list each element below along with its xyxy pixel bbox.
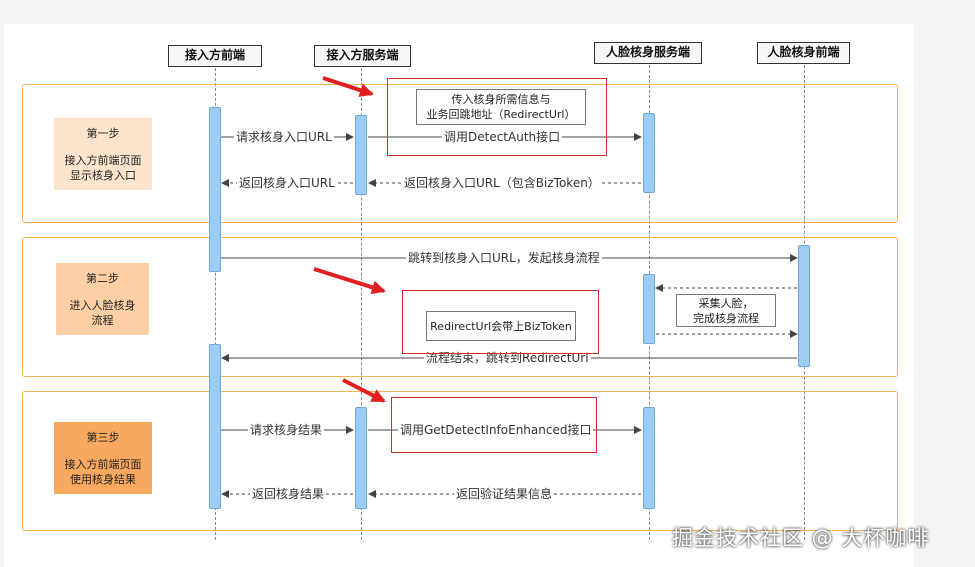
activation-face-server-1	[643, 113, 655, 193]
message-m9: 返回验证结果信息	[454, 487, 555, 501]
message-m7: 请求核身结果	[248, 423, 325, 437]
watermark: 掘金技术社区 @ 大杯咖啡	[672, 526, 930, 550]
step-one-line-1: 接入方前端页面	[64, 153, 142, 167]
step-one-label: 第一步 接入方前端页面 显示核身入口	[54, 118, 152, 190]
step-three-label: 第三步 接入方前端页面 使用核身结果	[54, 422, 152, 494]
step-two-label: 第二步 进入人脸核身 流程	[56, 263, 149, 335]
step-two-line-2: 流程	[91, 313, 114, 327]
participant-face-server: 人脸核身服务端	[594, 42, 702, 64]
participant-client-server: 接入方服务端	[314, 45, 411, 67]
note-face-collect: 采集人脸， 完成核身流程	[676, 294, 776, 327]
message-m1: 请求核身入口URL	[234, 130, 334, 144]
message-m5: 跳转到核身入口URL，发起核身流程	[406, 251, 602, 265]
message-m6: 流程结束，跳转到RedirectUrl	[424, 351, 591, 365]
message-m3: 返回核身入口URL（包含BizToken）	[402, 176, 602, 190]
note-n1-line-1: 传入核身所需信息与	[451, 93, 551, 106]
lifeline-client-server	[361, 68, 362, 540]
activation-face-server-3	[643, 407, 655, 509]
activation-face-server-2	[643, 274, 655, 344]
red-pointer-3	[342, 378, 386, 403]
highlight-box-1	[387, 78, 607, 156]
step-one-line-2: 显示核身入口	[70, 168, 136, 182]
activation-face-frontend	[798, 245, 810, 367]
step-one-frame	[22, 84, 898, 223]
activation-client-frontend-2	[209, 344, 221, 509]
step-three-frame	[22, 391, 898, 531]
message-m10: 返回核身结果	[250, 487, 327, 501]
message-m2: 调用DetectAuth接口	[442, 130, 563, 144]
step-one-title: 第一步	[86, 126, 120, 140]
step-three-line-1: 接入方前端页面	[64, 457, 142, 471]
note-n3-line-2: 完成核身流程	[693, 311, 759, 325]
step-three-line-2: 使用核身结果	[70, 472, 136, 486]
note-n1-line-2: 业务回跳地址（RedirectUrl）	[426, 108, 576, 121]
highlight-box-3	[391, 397, 597, 453]
activation-client-server-2	[355, 407, 367, 509]
step-three-title: 第三步	[86, 430, 120, 444]
note-n2-line-1: RedirectUrl会带上BizToken	[430, 319, 572, 333]
participant-face-frontend: 人脸核身前端	[757, 42, 850, 64]
step-two-frame	[22, 237, 898, 377]
lifeline-client-frontend	[215, 68, 216, 540]
note-n3-line-1: 采集人脸，	[698, 296, 754, 310]
message-m8: 调用GetDetectInfoEnhanced接口	[398, 423, 594, 437]
step-two-title: 第二步	[86, 271, 119, 285]
activation-client-server-1	[355, 115, 367, 195]
note-biztoken: RedirectUrl会带上BizToken	[426, 311, 576, 341]
red-pointer-1	[322, 76, 374, 97]
note-redirect-info: 传入核身所需信息与 业务回跳地址（RedirectUrl）	[416, 89, 586, 125]
highlight-box-2	[402, 290, 599, 354]
activation-client-frontend-1	[209, 107, 221, 272]
red-pointer-2	[313, 267, 386, 295]
step-two-line-1: 进入人脸核身	[69, 298, 136, 312]
message-m4: 返回核身入口URL	[237, 176, 337, 190]
participant-client-frontend: 接入方前端	[168, 45, 262, 67]
